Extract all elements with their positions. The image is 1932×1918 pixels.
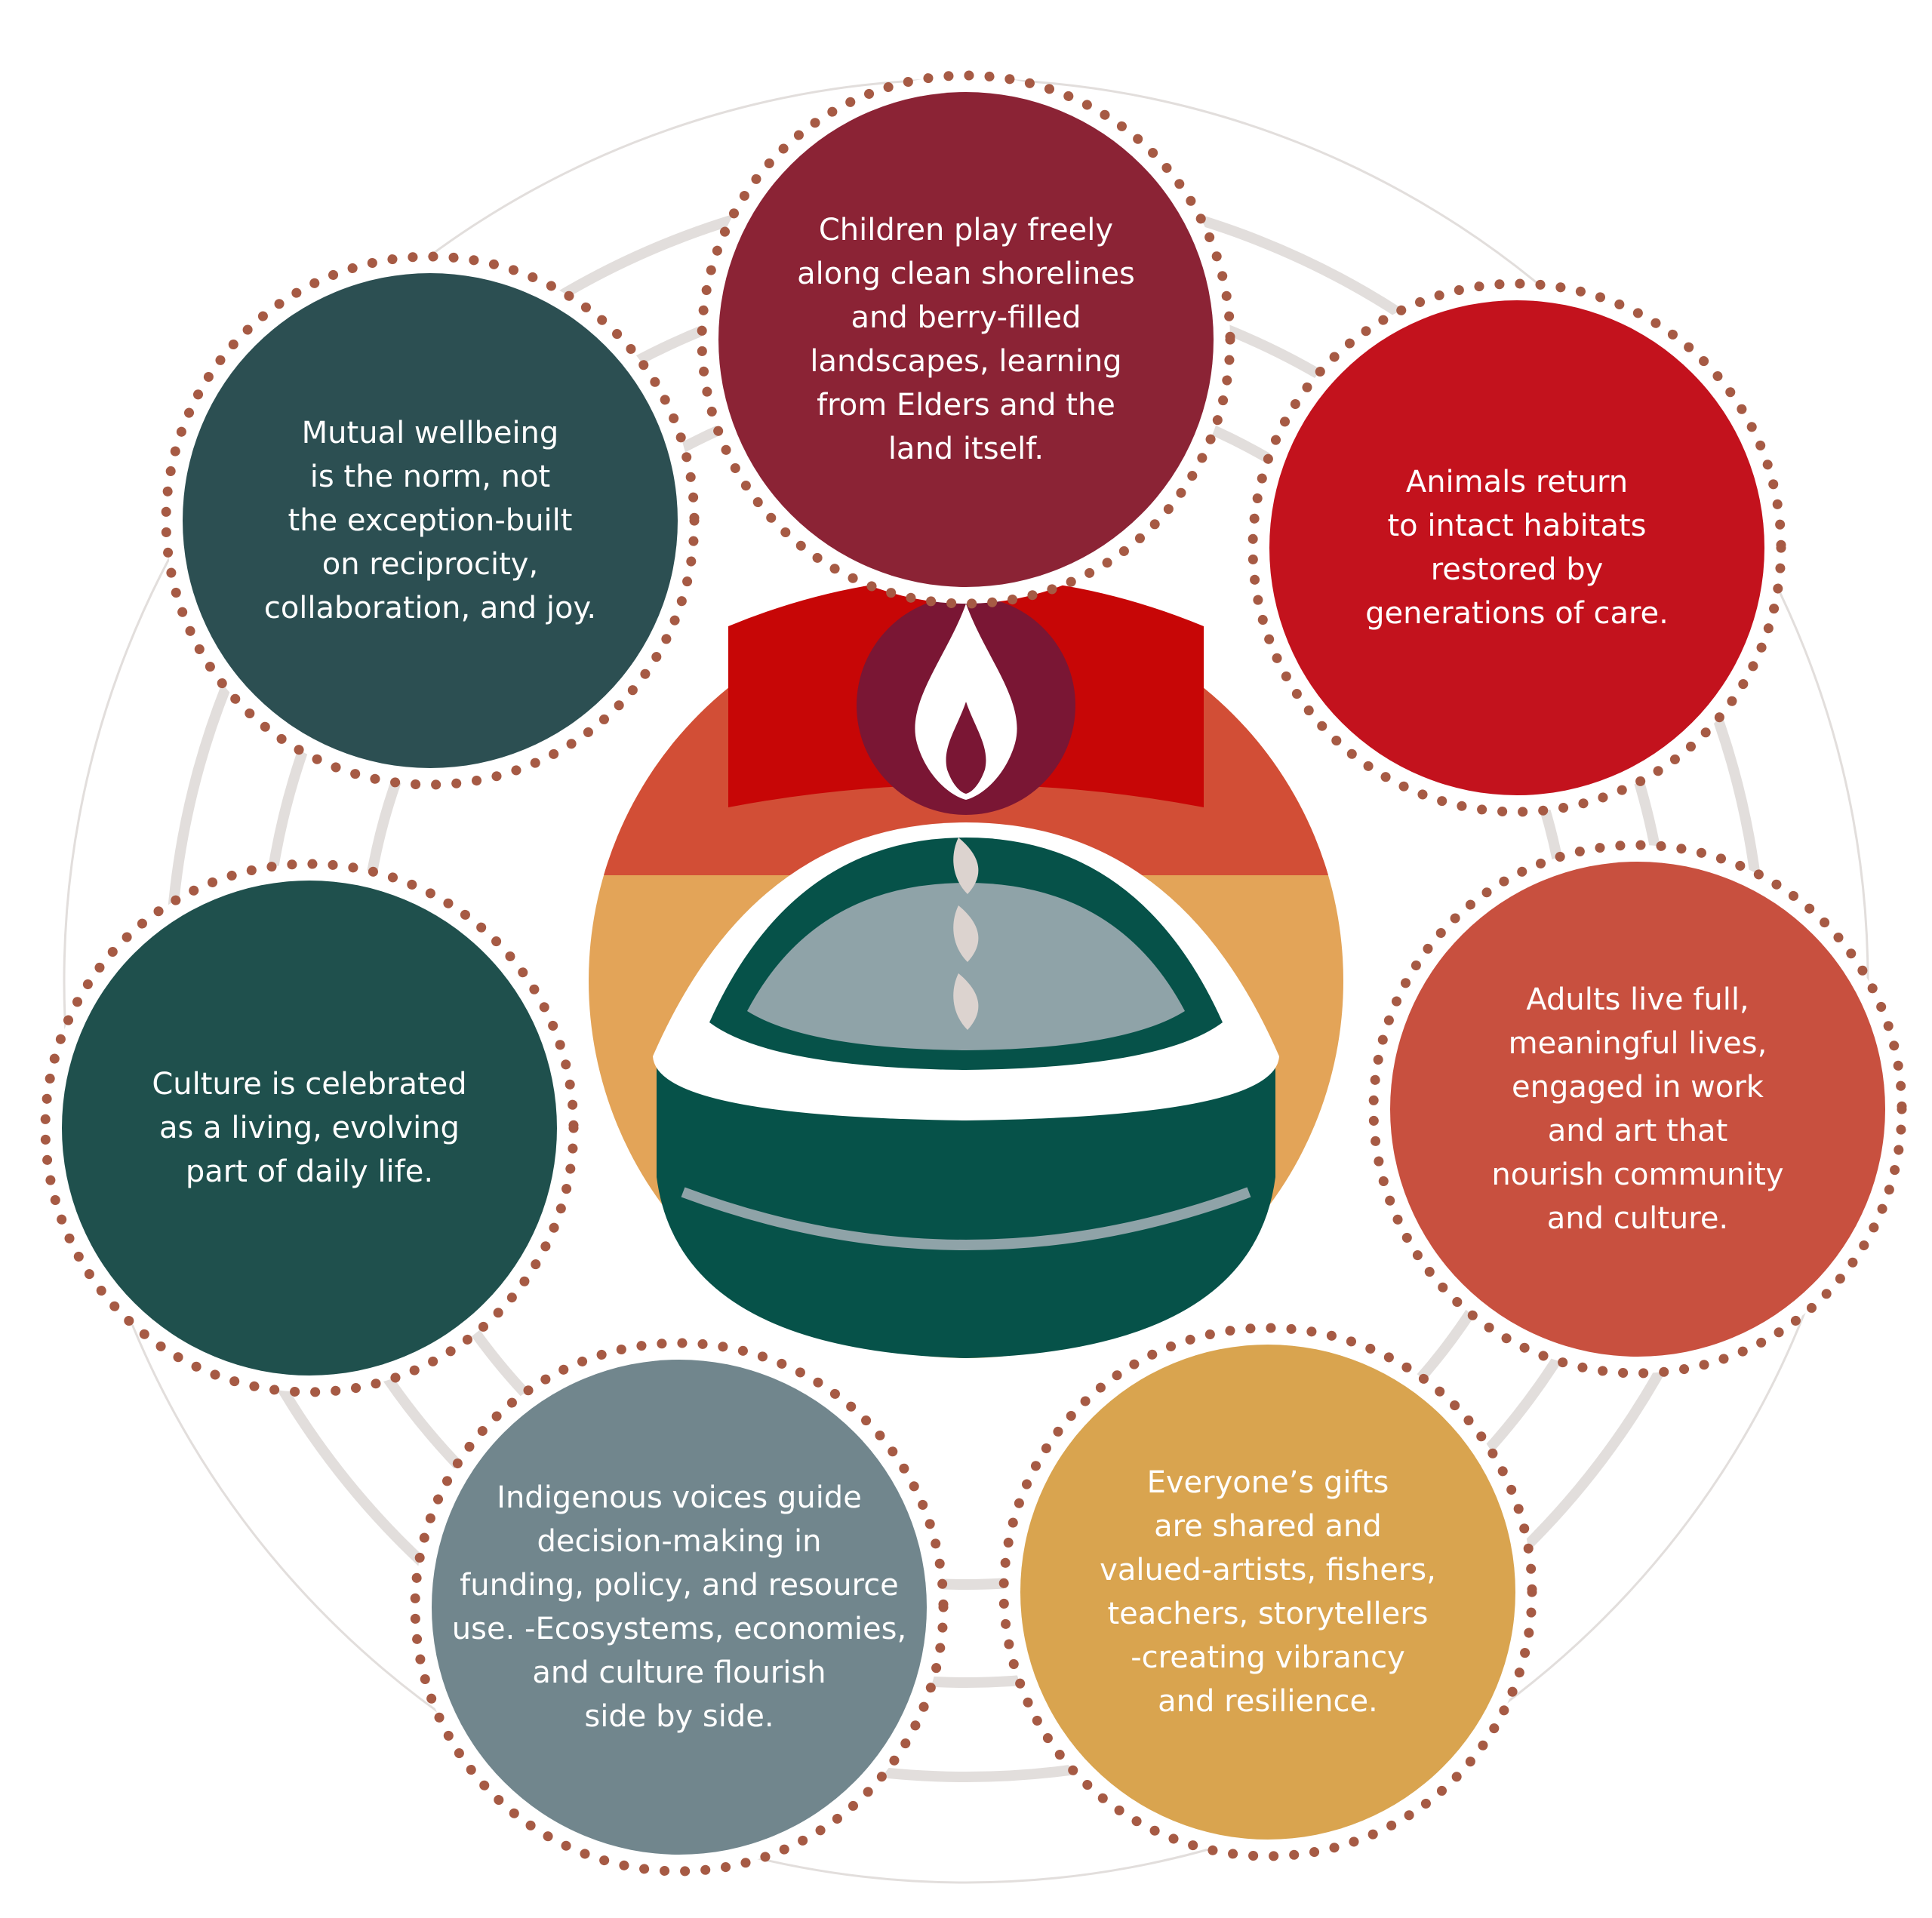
adults-circle	[1390, 862, 1885, 1357]
bowl-inner	[747, 883, 1185, 1050]
flame-core-icon	[946, 702, 986, 794]
central-emblem	[589, 577, 1343, 1358]
outcome-circles	[40, 70, 1907, 1877]
indigenous-circle	[432, 1360, 927, 1855]
bowl-body	[657, 1049, 1275, 1358]
animals-circle	[1269, 300, 1764, 795]
spiral-segment-1	[953, 838, 979, 894]
wellbeing-circle	[183, 273, 678, 768]
culture-circle	[62, 881, 557, 1375]
children-circle	[718, 92, 1214, 587]
bowl-band	[681, 1187, 1251, 1250]
gifts-circle	[1020, 1345, 1515, 1840]
spiral-segment-3	[953, 973, 979, 1030]
spiral-segment-2	[953, 905, 979, 962]
